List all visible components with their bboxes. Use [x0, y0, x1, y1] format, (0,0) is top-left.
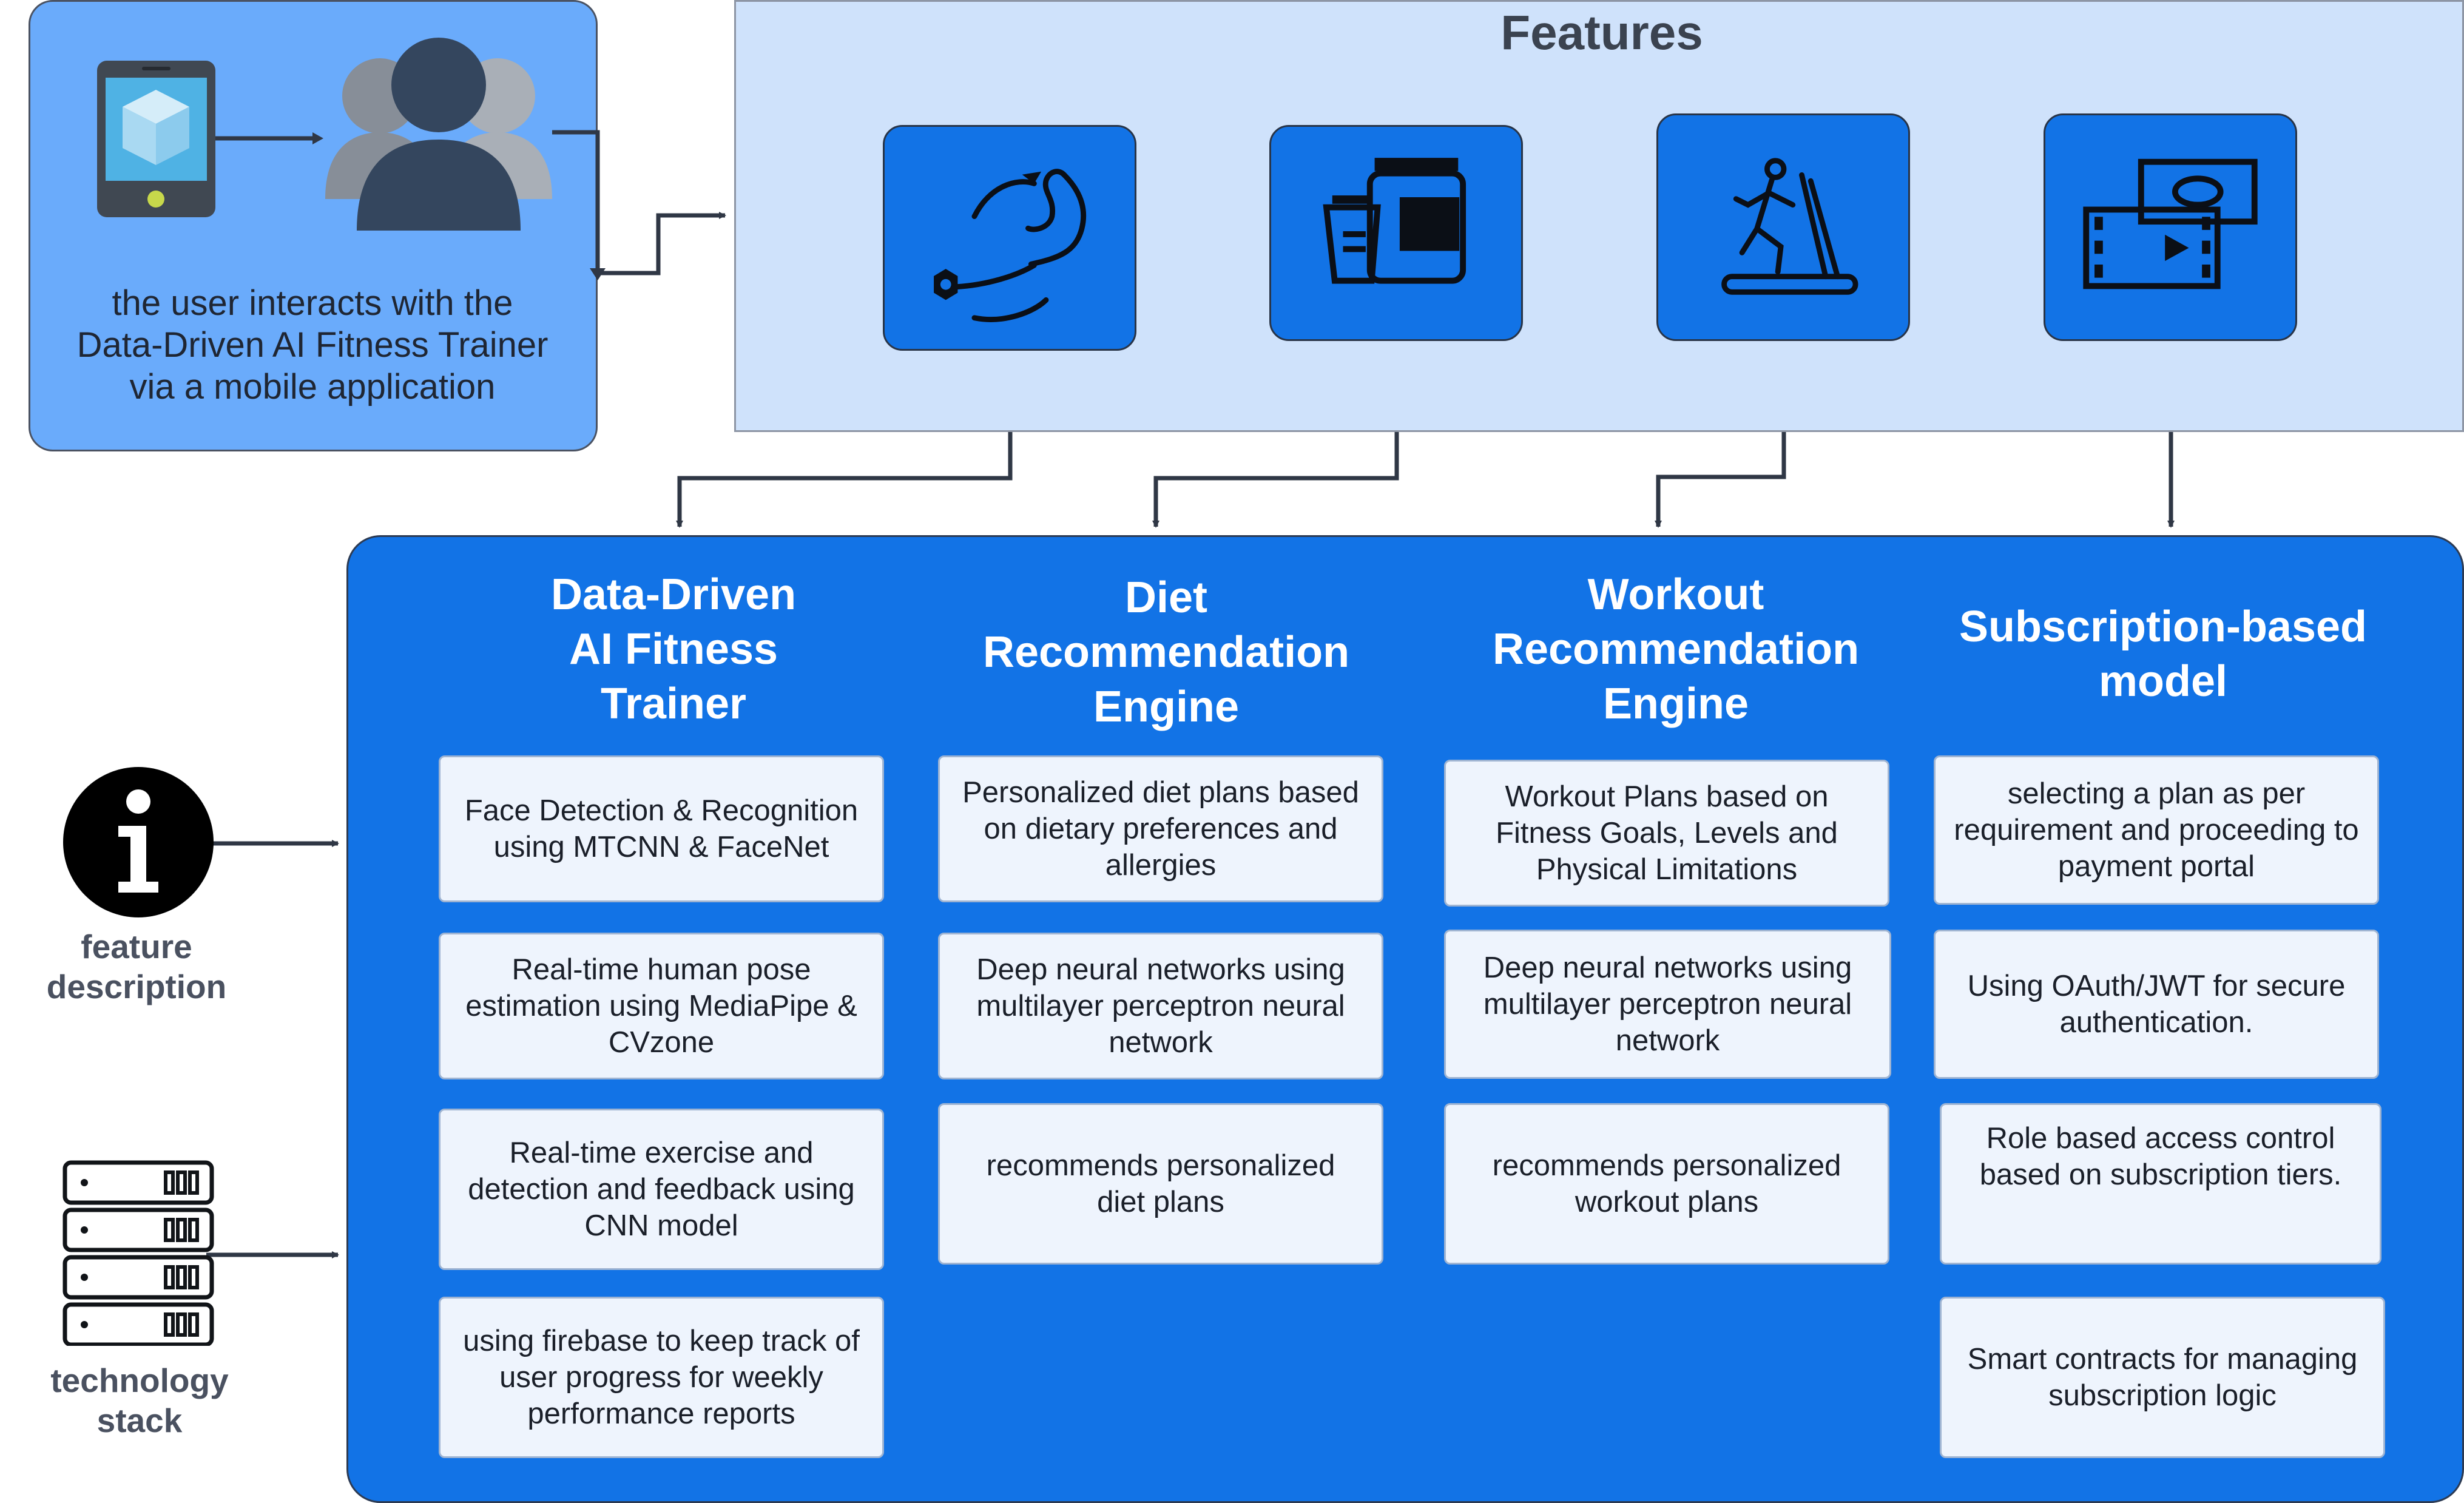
features-title: Features [1500, 5, 1703, 59]
card-line: payment portal [2057, 850, 2255, 883]
card-line: Smart contracts for managing [1967, 1343, 2358, 1376]
mobile-phone-cube-icon [97, 61, 215, 217]
feature-tile-fitness-trainer [883, 125, 1136, 351]
legend-tech-label: technology stack [24, 1360, 255, 1441]
heading-line: model [2098, 657, 2228, 706]
column-heading-diet: Diet Recommendation Engine [947, 570, 1386, 734]
heading-line: Trainer [600, 680, 747, 728]
card-workout-plans: Workout Plans based on Fitness Goals, Lev… [1444, 760, 1889, 907]
caption-line-2: Data-Driven AI Fitness Trainer [76, 325, 548, 365]
heading-line: Engine [1093, 683, 1239, 731]
card-line: multilayer perceptron neural [1483, 988, 1852, 1021]
protein-shake-icon [1323, 158, 1467, 284]
card-recommends-diet: recommends personalized diet plans [938, 1103, 1383, 1265]
column-heading-subscription: Subscription-based model [1929, 600, 2397, 709]
card-line: Physical Limitations [1536, 853, 1798, 886]
card-firebase-progress: using firebase to keep track of user prog… [439, 1297, 884, 1458]
card-line: multilayer perceptron neural [976, 990, 1345, 1022]
card-line: using MTCNN & FaceNet [493, 831, 829, 863]
card-line: user progress for weekly [499, 1361, 823, 1394]
caption-line-3: via a mobile application [129, 367, 496, 407]
card-line: Deep neural networks using [1483, 951, 1852, 984]
card-line: Using OAuth/JWT for secure [1967, 970, 2346, 1002]
card-line: CVzone [608, 1026, 715, 1059]
user-group-icon [320, 35, 557, 235]
heading-line: Subscription-based [1959, 603, 2368, 651]
heading-line: AI Fitness [569, 625, 778, 674]
legend-line: stack [96, 1402, 183, 1439]
card-exercise-detection: Real-time exercise and detection and feed… [439, 1109, 884, 1270]
dumbbell-arm-icon [934, 169, 1087, 322]
card-line: Role based access control [1986, 1122, 2335, 1155]
card-line: Personalized diet plans based [962, 776, 1359, 809]
card-line: Real-time exercise and [509, 1137, 814, 1169]
user-panel-caption: the user interacts with the Data-Driven … [49, 282, 576, 408]
column-heading-workout: Workout Recommendation Engine [1456, 567, 1895, 731]
card-line: Face Detection & Recognition [464, 794, 859, 827]
card-line: Workout Plans based on [1505, 780, 1829, 813]
server-stack-icon [62, 1160, 214, 1347]
card-line: workout plans [1575, 1186, 1759, 1218]
caption-line-1: the user interacts with the [112, 283, 513, 323]
card-line: selecting a plan as per [2007, 777, 2306, 810]
card-line: network [1109, 1026, 1213, 1059]
feature-tile-diet [1269, 125, 1523, 341]
card-line: on dietary preferences and [984, 812, 1338, 845]
card-line: recommends personalized [986, 1149, 1335, 1182]
feature-tile-subscription [2044, 113, 2297, 341]
card-select-plan: selecting a plan as per requirement and p… [1934, 755, 2379, 905]
heading-line: Engine [1602, 680, 1749, 728]
legend-line: description [46, 968, 227, 1005]
legend-line: technology [50, 1362, 229, 1399]
card-line: Real-time human pose [511, 953, 811, 986]
feature-tile-workout [1656, 113, 1910, 341]
user-panel-exit-connector [552, 127, 607, 285]
legend-info-label: feature description [24, 927, 249, 1007]
card-line: subscription logic [2048, 1379, 2277, 1412]
card-diet-neural-network: Deep neural networks using multilayer per… [938, 933, 1383, 1079]
heading-line: Workout [1587, 570, 1764, 619]
heading-line: Recommendation [1492, 625, 1860, 674]
money-video-icon [2083, 158, 2258, 289]
card-recommends-workout: recommends personalized workout plans [1444, 1103, 1889, 1265]
card-face-detection: Face Detection & Recognition using MTCNN … [439, 755, 884, 902]
card-line: based on subscription tiers. [1979, 1158, 2342, 1191]
card-line: authentication. [2059, 1006, 2253, 1039]
card-pose-estimation: Real-time human pose estimation using Med… [439, 933, 884, 1079]
info-icon [62, 766, 214, 918]
heading-line: Diet [1124, 573, 1208, 622]
card-line: network [1615, 1024, 1720, 1057]
card-line: detection and feedback using [468, 1173, 855, 1206]
heading-line: Recommendation [982, 628, 1350, 677]
card-oauth-jwt: Using OAuth/JWT for secure authentication… [1934, 930, 2379, 1079]
card-line: Fitness Goals, Levels and [1496, 817, 1838, 849]
column-heading-fitness-trainer: Data-Driven AI Fitness Trainer [491, 567, 856, 731]
heading-line: Data-Driven [550, 570, 797, 619]
card-line: Deep neural networks using [976, 953, 1345, 986]
legend-line: feature [81, 928, 192, 965]
card-line: using firebase to keep track of [463, 1325, 860, 1357]
treadmill-runner-icon [1721, 158, 1858, 295]
card-workout-neural-network: Deep neural networks using multilayer per… [1444, 930, 1891, 1079]
card-line: CNN model [584, 1209, 738, 1242]
card-line: allergies [1105, 849, 1217, 882]
card-line: requirement and proceeding to [1954, 814, 2359, 846]
card-line: recommends personalized [1492, 1149, 1841, 1182]
phone-to-user-arrow [215, 132, 323, 144]
user-to-features-arrow [598, 212, 726, 275]
card-line: diet plans [1097, 1186, 1224, 1218]
card-line: performance reports [527, 1397, 795, 1430]
card-line: estimation using MediaPipe & [465, 990, 857, 1022]
